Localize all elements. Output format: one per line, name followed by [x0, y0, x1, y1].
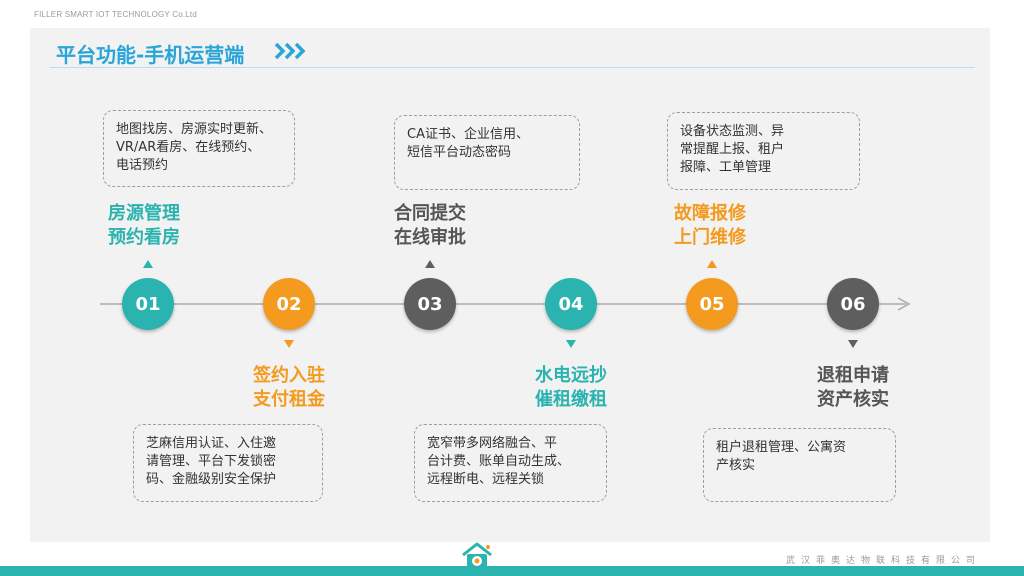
step-04-arrow-icon — [566, 340, 576, 348]
step-05-arrow-icon — [707, 260, 717, 268]
step-02-circle: 02 — [263, 278, 315, 330]
step-01-description: 地图找房、房源实时更新、 VR/AR看房、在线预约、 电话预约 — [103, 110, 295, 187]
step-01-circle: 01 — [122, 278, 174, 330]
step-02-description: 芝麻信用认证、入住邀 请管理、平台下发锁密 码、金融级别安全保护 — [133, 424, 323, 502]
step-04-label: 水电远抄 催租缴租 — [535, 365, 607, 410]
step-03-description: CA证书、企业信用、 短信平台动态密码 — [394, 115, 580, 190]
step-03-arrow-icon — [425, 260, 435, 268]
step-03-label: 合同提交 在线审批 — [394, 203, 466, 248]
page-title: 平台功能-手机运营端 — [56, 43, 245, 67]
company-name-top: FILLER SMART IOT TECHNOLOGY Co.Ltd — [34, 10, 197, 19]
chevrons-icon — [274, 42, 306, 60]
step-02-arrow-icon — [284, 340, 294, 348]
step-01-label: 房源管理 预约看房 — [108, 203, 180, 248]
step-04-circle: 04 — [545, 278, 597, 330]
step-06-label: 退租申请 资产核实 — [817, 365, 889, 410]
title-divider — [50, 67, 975, 68]
step-05-description: 设备状态监测、异 常提醒上报、租户 报障、工单管理 — [667, 112, 860, 190]
step-06-circle: 06 — [827, 278, 879, 330]
step-01-arrow-icon — [143, 260, 153, 268]
step-05-circle: 05 — [686, 278, 738, 330]
house-logo-icon — [462, 542, 492, 571]
step-02-label: 签约入驻 支付租金 — [253, 365, 325, 410]
step-04-description: 宽窄带多网络融合、平 台计费、账单自动生成、 远程断电、远程关锁 — [414, 424, 607, 502]
footer-bar — [0, 566, 1024, 576]
step-06-description: 租户退租管理、公寓资 产核实 — [703, 428, 896, 502]
company-name-bottom: 武汉菲奥达物联科技有限公司 — [786, 556, 982, 566]
step-05-label: 故障报修 上门维修 — [674, 203, 746, 248]
step-03-circle: 03 — [404, 278, 456, 330]
step-06-arrow-icon — [848, 340, 858, 348]
content-panel — [30, 28, 990, 542]
